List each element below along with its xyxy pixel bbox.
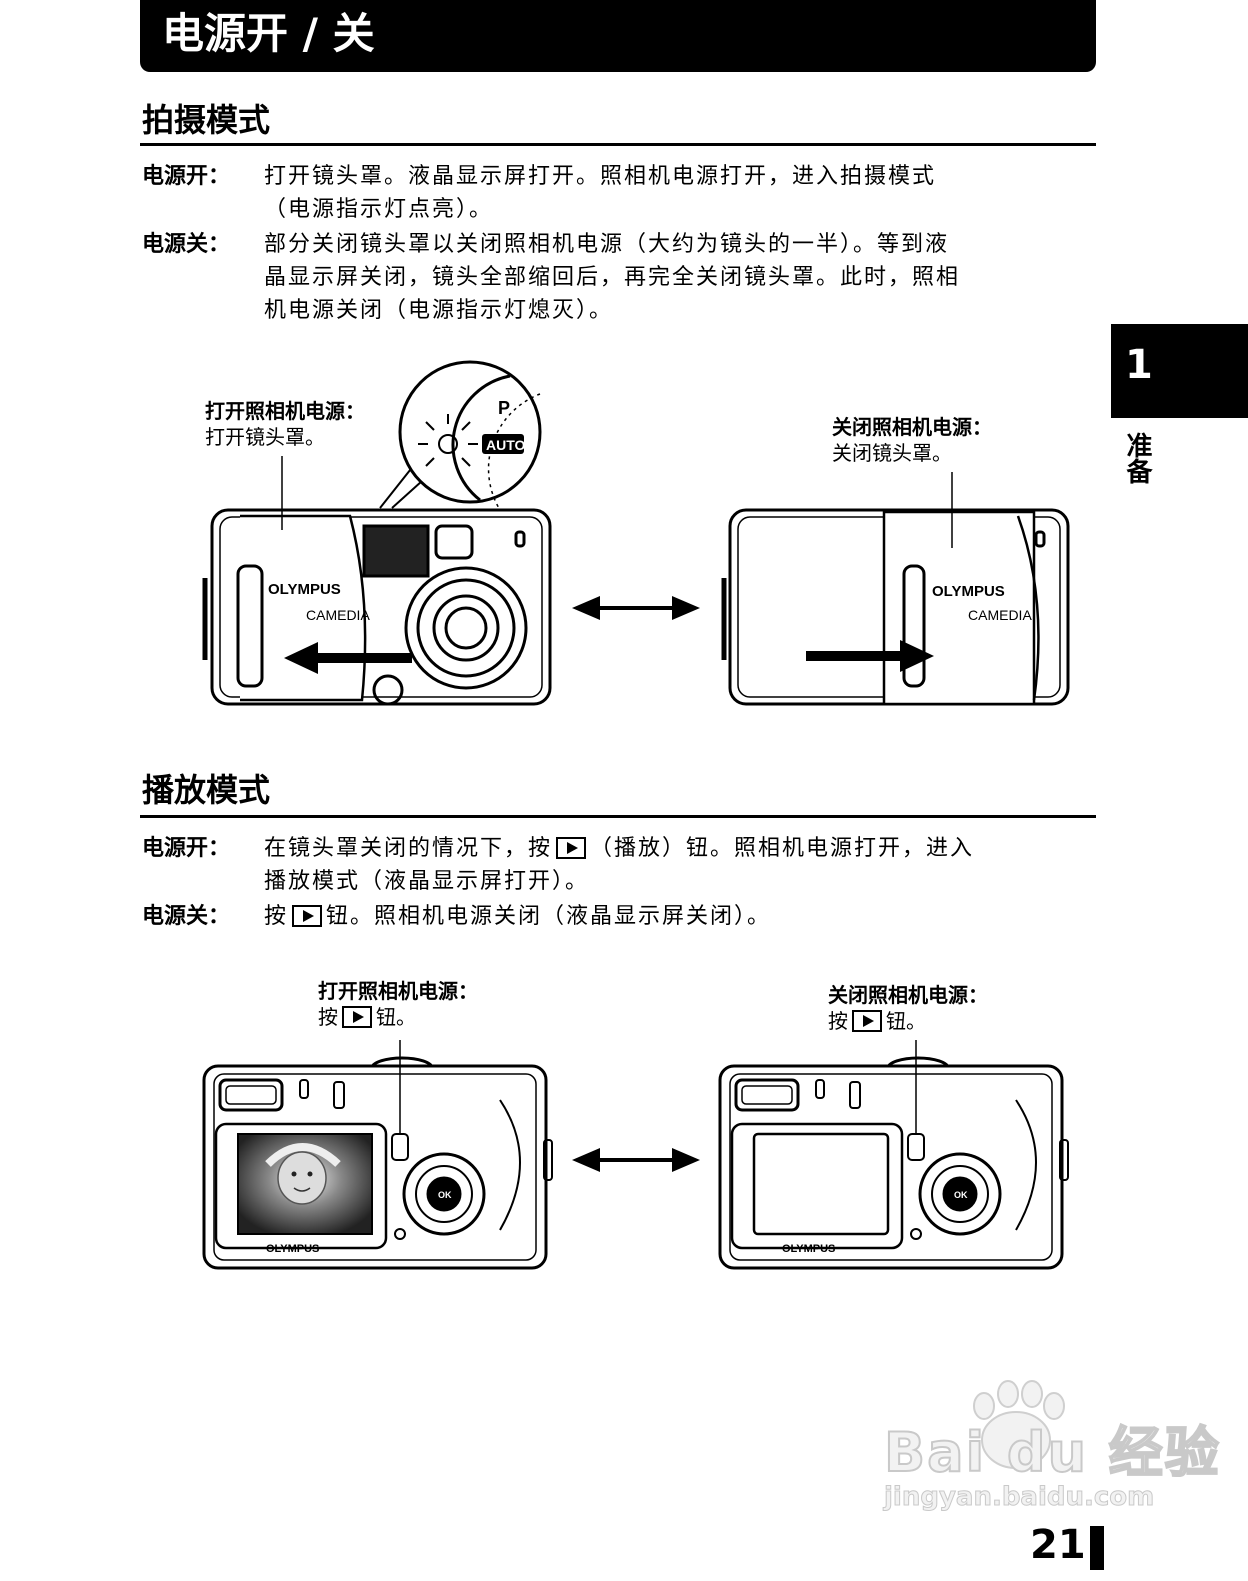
chapter-label: 准备 [1122, 432, 1152, 484]
playback-button-icon [556, 837, 587, 859]
callout-title: 打开照相机电源： [318, 979, 478, 1003]
brand-logo: OLYMPUS [782, 1243, 835, 1255]
model-logo: CAMEDIA [968, 607, 1032, 623]
shooting-on-desc: 打开镜头罩。液晶显示屏打开。照相机电源打开，进入拍摄模式 （电源指示灯点亮）。 [264, 160, 1096, 226]
shooting-right-callout: 关闭照相机电源： 关闭镜头罩。 [832, 414, 992, 466]
model-logo: CAMEDIA [306, 607, 370, 623]
camera-front-open-illustration [202, 508, 552, 706]
camera-back-off-illustration [718, 1056, 1069, 1270]
transition-double-arrow [572, 596, 700, 620]
playback-on-term: 电源开： [142, 836, 231, 861]
text-segment: （播放）钮。照相机电源打开，进入 [590, 836, 975, 861]
text-segment: 按 [318, 1005, 338, 1029]
playback-off-term: 电源关： [142, 904, 231, 929]
text-segment: 在镜头罩关闭的情况下，按 [264, 836, 553, 861]
text-segment: 钮。 [886, 1009, 926, 1033]
shooting-off-desc: 部分关闭镜头罩以关闭照相机电源（大约为镜头的一半）。等到液 晶显示屏关闭，镜头全… [264, 228, 1096, 327]
brand-logo: OLYMPUS [266, 1243, 319, 1255]
callout-text: 打开镜头罩。 [205, 425, 325, 449]
callout-text: 关闭镜头罩。 [832, 441, 952, 465]
text-segment: 钮。照相机电源关闭（液晶显示屏关闭）。 [326, 904, 772, 929]
callout-title: 关闭照相机电源： [828, 983, 988, 1007]
text-line: 播放模式（液晶显示屏打开）。 [264, 869, 590, 894]
shooting-figure: OLYMPUS CAMEDIA P AUTO [202, 360, 1070, 706]
photo-subject-face [265, 1143, 341, 1205]
playback-button-icon [292, 905, 323, 927]
chapter-number: 1 [1125, 342, 1153, 388]
page-title: 电源开 / 关 [162, 9, 375, 58]
text-segment: 钮。 [376, 1005, 416, 1029]
text-line: 机电源关闭（电源指示灯熄灭）。 [264, 298, 614, 323]
open-direction-arrow [284, 642, 412, 674]
playback-left-callout: 打开照相机电源： 按 钮。 [318, 978, 478, 1030]
page-number-bar [1090, 1526, 1104, 1570]
playback-button-icon [852, 1010, 882, 1032]
callout-title: 打开照相机电源： [205, 399, 365, 423]
callout-text: 按 钮。 [318, 1004, 478, 1030]
ok-button-label: OK [438, 1190, 452, 1200]
callout-text: 按 钮。 [828, 1008, 988, 1034]
text-line: （电源指示灯点亮）。 [264, 197, 494, 222]
playback-heading: 播放模式 [142, 771, 271, 809]
text-line: 打开镜头罩。液晶显示屏打开。照相机电源打开，进入拍摄模式 [264, 164, 937, 189]
section-rule [140, 143, 1096, 146]
watermark-url: jingyan.baidu.com [883, 1482, 1155, 1513]
baidu-paw-watermark-icon [973, 1380, 1065, 1469]
ok-button-label: OK [954, 1190, 968, 1200]
playback-figure: OK OLYMPUS OK OLYMPUS [202, 1040, 1069, 1270]
brand-logo: OLYMPUS [932, 583, 1005, 600]
close-direction-arrow [806, 640, 934, 672]
shooting-heading: 拍摄模式 [142, 101, 271, 139]
text-line: 按 钮。照相机电源关闭（液晶显示屏关闭）。 [264, 900, 1096, 933]
playback-right-callout: 关闭照相机电源： 按 钮。 [828, 982, 988, 1034]
playback-button-icon [342, 1006, 372, 1028]
shooting-off-term: 电源关： [142, 232, 231, 257]
page-header-bar: 电源开 / 关 [140, 0, 1096, 72]
callout-title: 关闭照相机电源： [832, 415, 992, 439]
dial-label-auto: AUTO [486, 437, 526, 453]
chapter-tab: 1 [1111, 324, 1248, 418]
brand-logo: OLYMPUS [268, 581, 341, 598]
power-lamp-zoom-bubble [379, 360, 542, 511]
transition-double-arrow [572, 1148, 700, 1172]
text-segment: 按 [264, 904, 289, 929]
text-line: 晶显示屏关闭，镜头全部缩回后，再完全关闭镜头罩。此时，照相 [264, 265, 961, 290]
shooting-on-term: 电源开： [142, 164, 231, 189]
watermark-brand: Bai du 经验 [883, 1420, 1221, 1485]
text-segment: 按 [828, 1009, 848, 1033]
text-line: 部分关闭镜头罩以关闭照相机电源（大约为镜头的一半）。等到液 [264, 232, 950, 257]
section-rule [140, 815, 1096, 818]
text-line: 在镜头罩关闭的情况下，按 （播放）钮。照相机电源打开，进入 [264, 832, 1096, 865]
dial-label-p: P [498, 398, 510, 418]
page-number: 21 [1030, 1522, 1086, 1568]
shooting-left-callout: 打开照相机电源： 打开镜头罩。 [205, 398, 365, 450]
playback-on-desc: 在镜头罩关闭的情况下，按 （播放）钮。照相机电源打开，进入 播放模式（液晶显示屏打… [264, 832, 1096, 898]
playback-off-desc: 按 钮。照相机电源关闭（液晶显示屏关闭）。 [264, 900, 1096, 933]
